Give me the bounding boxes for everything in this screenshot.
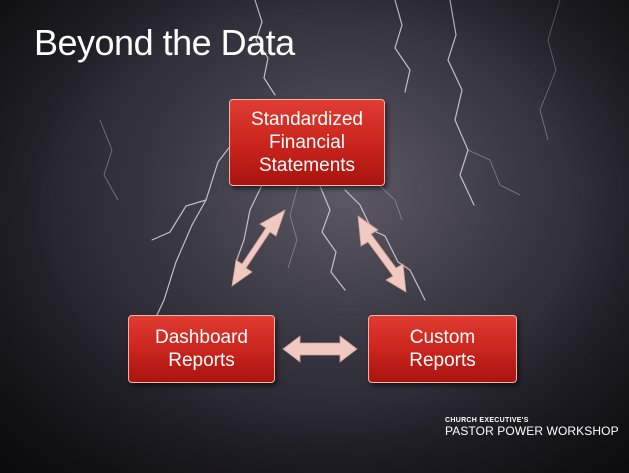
arrow-bottom <box>282 335 358 363</box>
slide-title: Beyond the Data <box>34 22 295 63</box>
logo-small-text: CHURCH EXECUTIVE'S <box>445 417 529 424</box>
workshop-logo: CHURCH EXECUTIVE'S PASTOR POWER WORKSHOP <box>445 416 619 438</box>
logo-big-text: PASTOR POWER WORKSHOP <box>445 424 619 438</box>
box-left-line-1: Dashboard <box>155 327 248 348</box>
arrow-top-left <box>231 209 286 287</box>
dashboard-reports-box: Dashboard Reports <box>128 315 275 383</box>
arrow-top-right <box>357 215 407 293</box>
box-left-line-2: Reports <box>168 350 235 371</box>
standardized-financial-statements-box: Standardized Financial Statements <box>229 99 385 186</box>
box-top-line-1: Standardized <box>251 109 363 130</box>
box-top-line-2: Financial <box>268 132 346 153</box>
box-top-line-3: Statements <box>258 155 356 176</box>
box-right-line-2: Reports <box>409 350 476 371</box>
box-right-line-1: Custom <box>409 327 476 348</box>
custom-reports-box: Custom Reports <box>368 315 517 383</box>
